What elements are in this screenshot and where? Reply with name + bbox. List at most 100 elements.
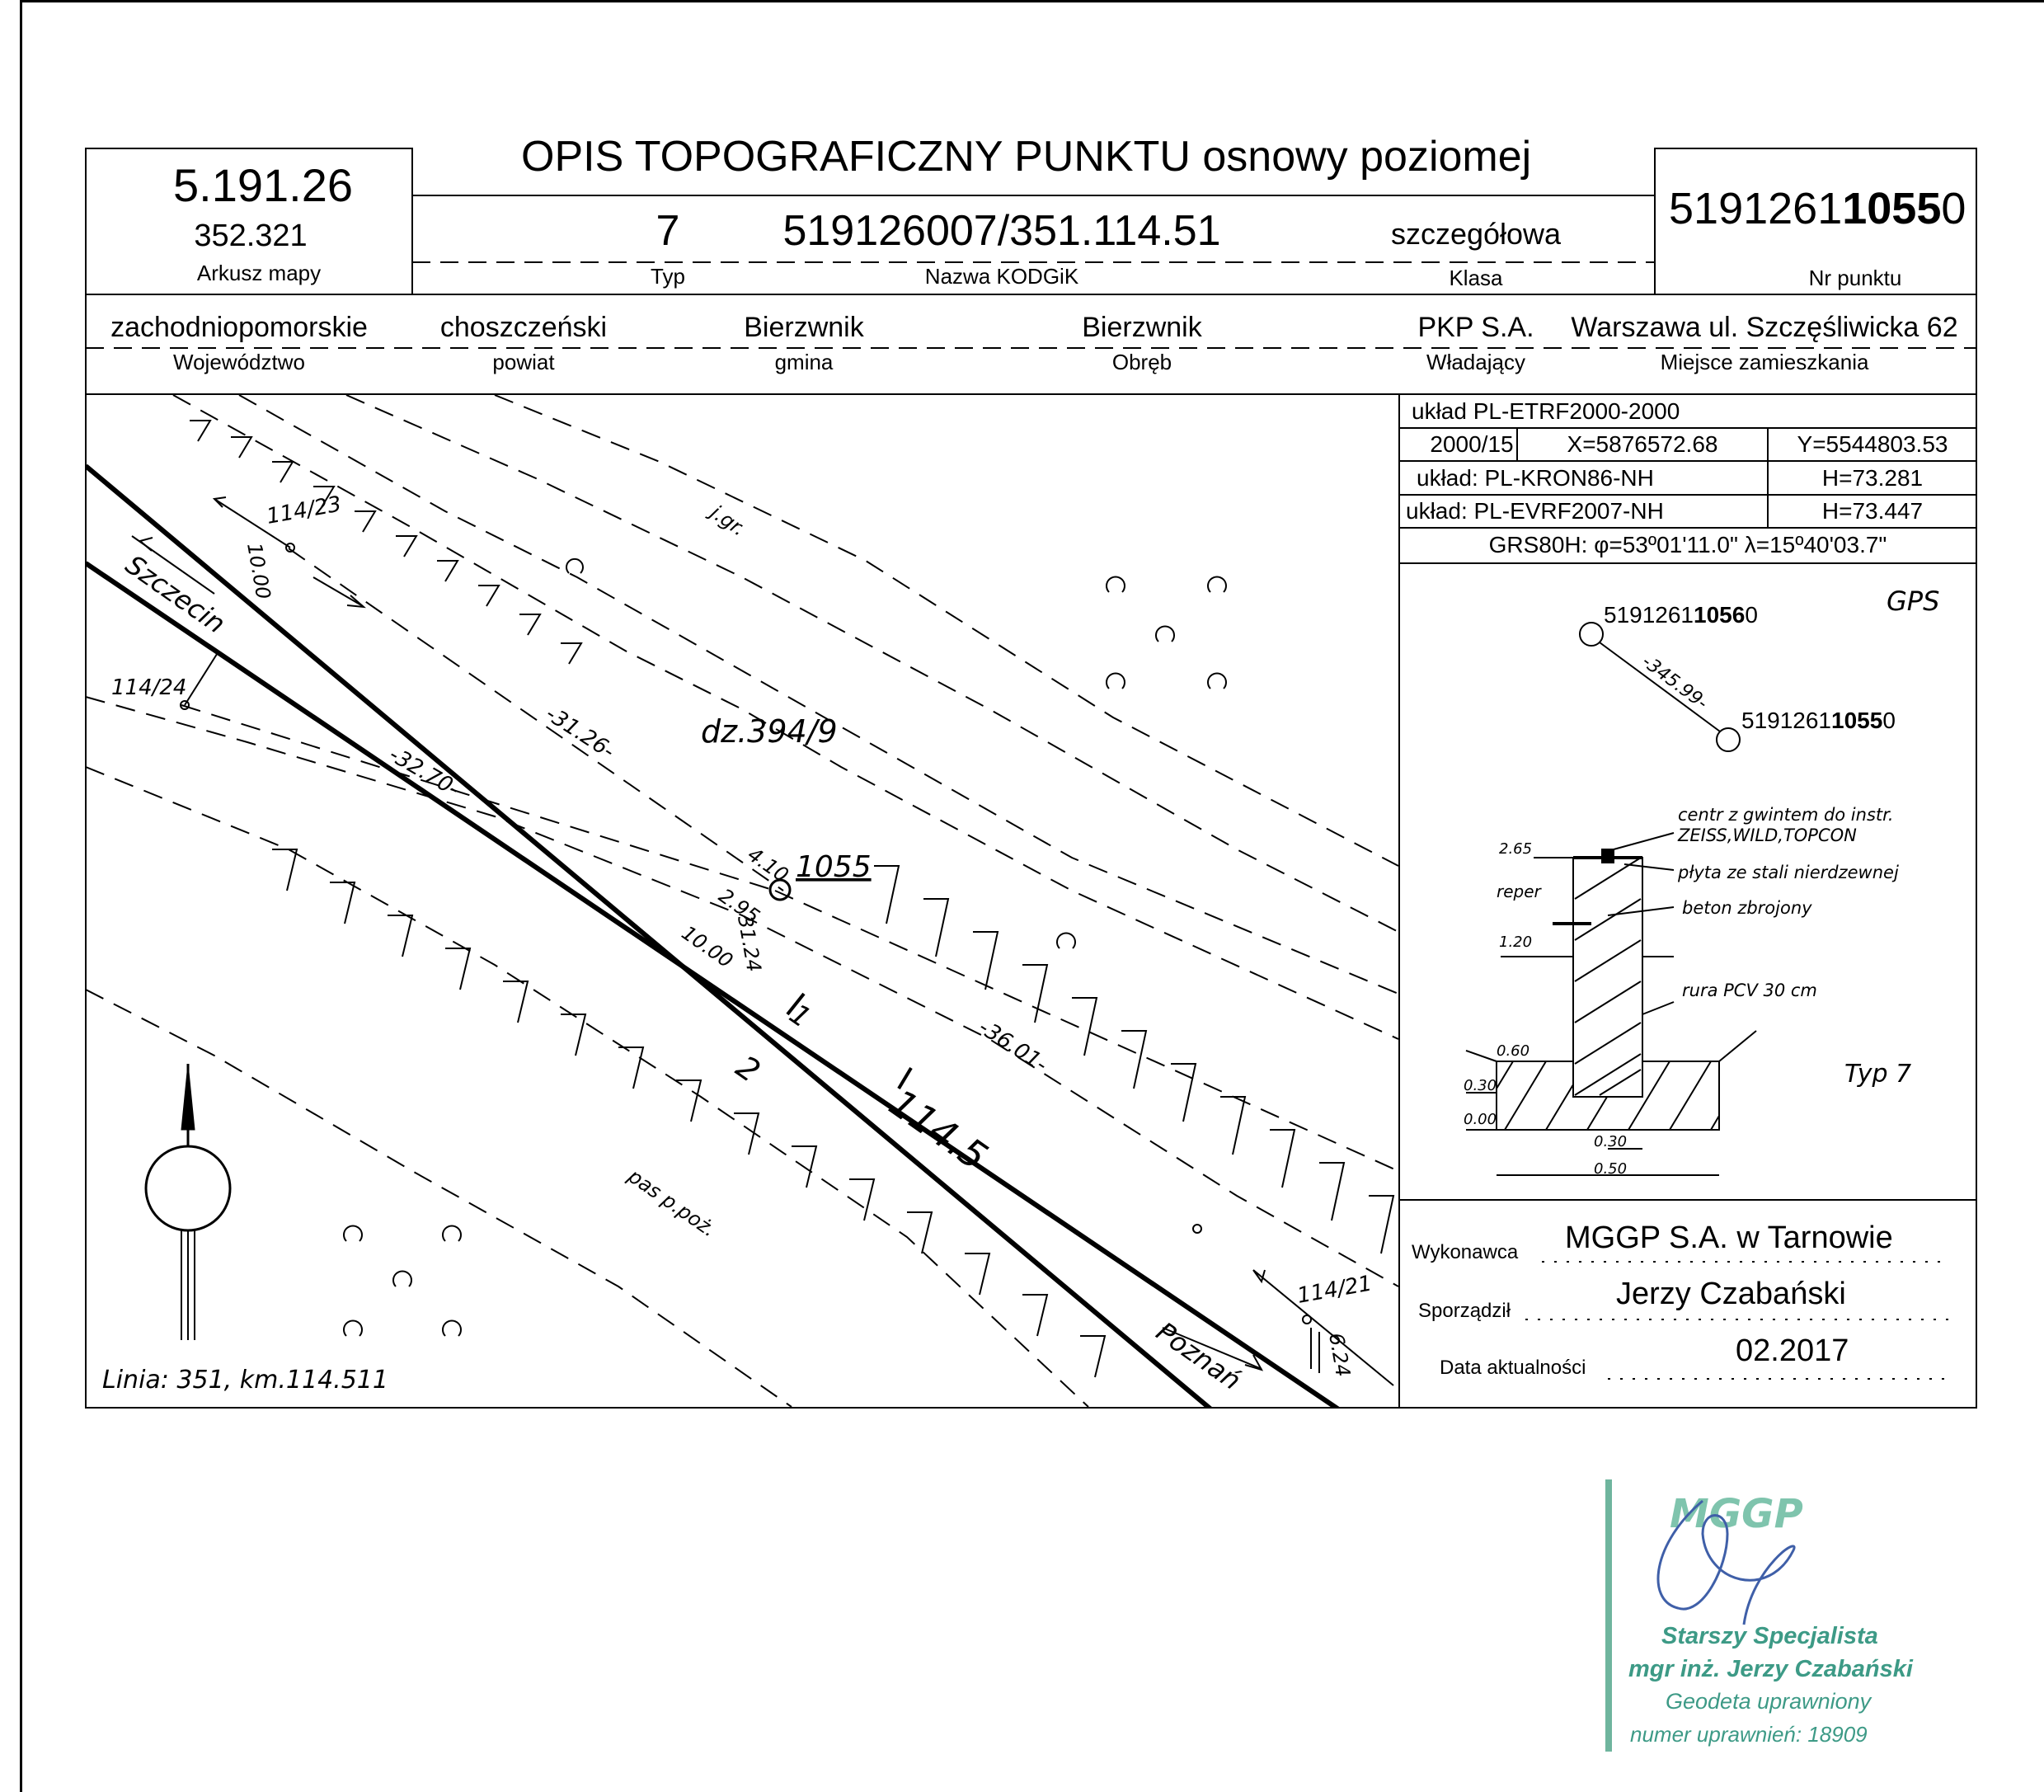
class-label: Klasa	[1449, 266, 1503, 290]
section-type: Typ 7	[1844, 1060, 1911, 1089]
contractor-label: Wykonawca	[1412, 1241, 1519, 1263]
dist-3124: 31.24	[733, 914, 766, 974]
county: choszczeński	[439, 312, 608, 343]
zone: 2000/15	[1430, 431, 1514, 457]
author-label: Sporządził	[1418, 1300, 1511, 1322]
section-plate: płyta ze stali nierdzewnej	[1677, 863, 1899, 882]
gps-p1-prefix: 5191261	[1604, 602, 1694, 628]
track-2-label: 2	[730, 1048, 767, 1089]
stamp: MGGP Starszy Specjalista mgr inż. Jerzy …	[1604, 1476, 1913, 1757]
gps-p1-suffix: 0	[1745, 602, 1758, 628]
signature: MGGP	[1656, 1491, 1803, 1625]
kodgik-value: 519126007/351.114.51	[782, 207, 1221, 255]
dist-1000b: 10.00	[242, 541, 275, 601]
height-evrf: H=73.447	[1821, 498, 1924, 524]
gps-p2-prefix: 5191261	[1741, 708, 1832, 733]
height-kron: H=73.281	[1821, 465, 1924, 491]
system-kron: układ: PL-KRON86-NH	[1417, 465, 1654, 491]
section-reper: reper	[1497, 882, 1543, 901]
page-frame	[20, 0, 2044, 1792]
pas-label: pas p.poż.	[623, 1164, 721, 1241]
gps-point-1056-label: 519126110560	[1604, 602, 1758, 628]
county-label: powiat	[492, 350, 555, 374]
precinct: Bierzwnik	[1082, 312, 1202, 343]
jgr-label: j.gr.	[704, 499, 749, 540]
main-frame	[85, 294, 1977, 1409]
mark-11423: 114/23	[265, 492, 343, 529]
date-label: Data aktualności	[1440, 1357, 1586, 1379]
stamp-line3: Geodeta uprawniony	[1666, 1689, 1872, 1714]
section-centr: centr z gwintem do instr.	[1678, 805, 1894, 825]
section-d120: 1.20	[1499, 934, 1532, 951]
type-value: 7	[655, 207, 680, 255]
section-pipe: rura PCV 30 cm	[1682, 981, 1817, 1000]
mark-11421: 114/21	[1295, 1271, 1374, 1308]
residence: Warszawa ul. Szczęśliwicka 62	[1571, 312, 1958, 343]
owner-label: Władający	[1426, 350, 1525, 374]
page-title: OPIS TOPOGRAFICZNY PUNKTU osnowy poziome…	[521, 133, 1532, 181]
north-arrow-circle	[144, 1145, 232, 1232]
system-evrf: układ: PL-EVRF2007-NH	[1406, 498, 1664, 524]
point-number: 519126110550	[1669, 183, 1966, 234]
grs-coords: GRS80H: φ=53º01'11.0" λ=15º40'03.7"	[1488, 532, 1887, 557]
residence-label: Miejsce zamieszkania	[1660, 350, 1869, 374]
stamp-bar	[1605, 1479, 1612, 1752]
type-label: Typ	[651, 264, 685, 289]
section-d265: 2.65	[1499, 840, 1532, 858]
coord-y: Y=5544803.53	[1797, 431, 1948, 457]
point-1055-label: 1055	[796, 850, 872, 884]
date-value: 02.2017	[1736, 1333, 1849, 1368]
voivodeship-label: Województwo	[173, 350, 305, 374]
track-1-label: 1	[783, 998, 817, 1035]
section-brands: ZEISS,WILD,TOPCON	[1677, 825, 1857, 845]
dist-1000a: 10.00	[678, 921, 737, 972]
section-d060: 0.60	[1497, 1042, 1529, 1060]
owner: PKP S.A.	[1417, 312, 1534, 343]
parcel-label: dz.394/9	[701, 713, 838, 750]
dist-3126: -31.26-	[541, 702, 619, 764]
km-label: 114.5	[881, 1080, 996, 1179]
commune-label: gmina	[774, 350, 834, 374]
stamp-line1: Starszy Specjalista	[1661, 1623, 1878, 1649]
sheet-label: Arkusz mapy	[196, 261, 322, 285]
author: Jerzy Czabański	[1616, 1277, 1846, 1311]
section-d030: 0.30	[1464, 1077, 1497, 1094]
gps-p2-bold: 1055	[1831, 708, 1883, 733]
dist-3601: -36.01-	[974, 1015, 1052, 1078]
point-number-suffix: 0	[1941, 184, 1966, 233]
point-number-prefix: 5191261	[1669, 184, 1843, 233]
track-2	[87, 463, 1212, 1407]
point-number-bold: 1055	[1842, 184, 1942, 233]
commune: Bierzwnik	[744, 312, 864, 343]
section-w030: 0.30	[1594, 1133, 1627, 1150]
precinct-label: Obręb	[1111, 350, 1172, 374]
section-d000: 0.00	[1464, 1111, 1497, 1128]
contractor: MGGP S.A. w Tarnowie	[1565, 1221, 1893, 1255]
gps-point-1056	[1579, 622, 1604, 647]
point-1055-marker	[768, 878, 792, 901]
stamp-line2: mgr inż. Jerzy Czabański	[1628, 1656, 1913, 1682]
coord-x: X=5876572.68	[1567, 431, 1718, 457]
gps-distance: -345.99-	[1638, 651, 1711, 714]
kodgik-label: Nazwa KODGiK	[924, 264, 1079, 289]
track-1	[87, 561, 1340, 1407]
stamp-logo: MGGP	[1670, 1491, 1803, 1537]
dist-624: 6.24	[1324, 1331, 1355, 1378]
section-w050: 0.50	[1594, 1160, 1627, 1178]
sheet-sub: 352.321	[194, 219, 308, 253]
gps-point-1055-label: 519126110550	[1741, 708, 1896, 734]
gps-point-1055	[1716, 727, 1741, 752]
mark-11424: 114/24	[111, 675, 186, 700]
system-etrf: układ PL-ETRF2000-2000	[1412, 398, 1680, 424]
gps-label: GPS	[1887, 586, 1939, 617]
sheet-number: 5.191.26	[173, 159, 353, 211]
voivodeship: zachodniopomorskie	[110, 312, 368, 343]
class-value: szczegółowa	[1390, 217, 1562, 251]
section-concrete: beton zbrojony	[1682, 898, 1812, 918]
gps-p2-suffix: 0	[1882, 708, 1896, 733]
line-info: Linia: 351, km.114.511	[102, 1366, 388, 1395]
stamp-line4: numer uprawnień: 18909	[1630, 1722, 1868, 1747]
gps-p1-bold: 1056	[1694, 602, 1746, 628]
point-label: Nr punktu	[1808, 266, 1902, 290]
